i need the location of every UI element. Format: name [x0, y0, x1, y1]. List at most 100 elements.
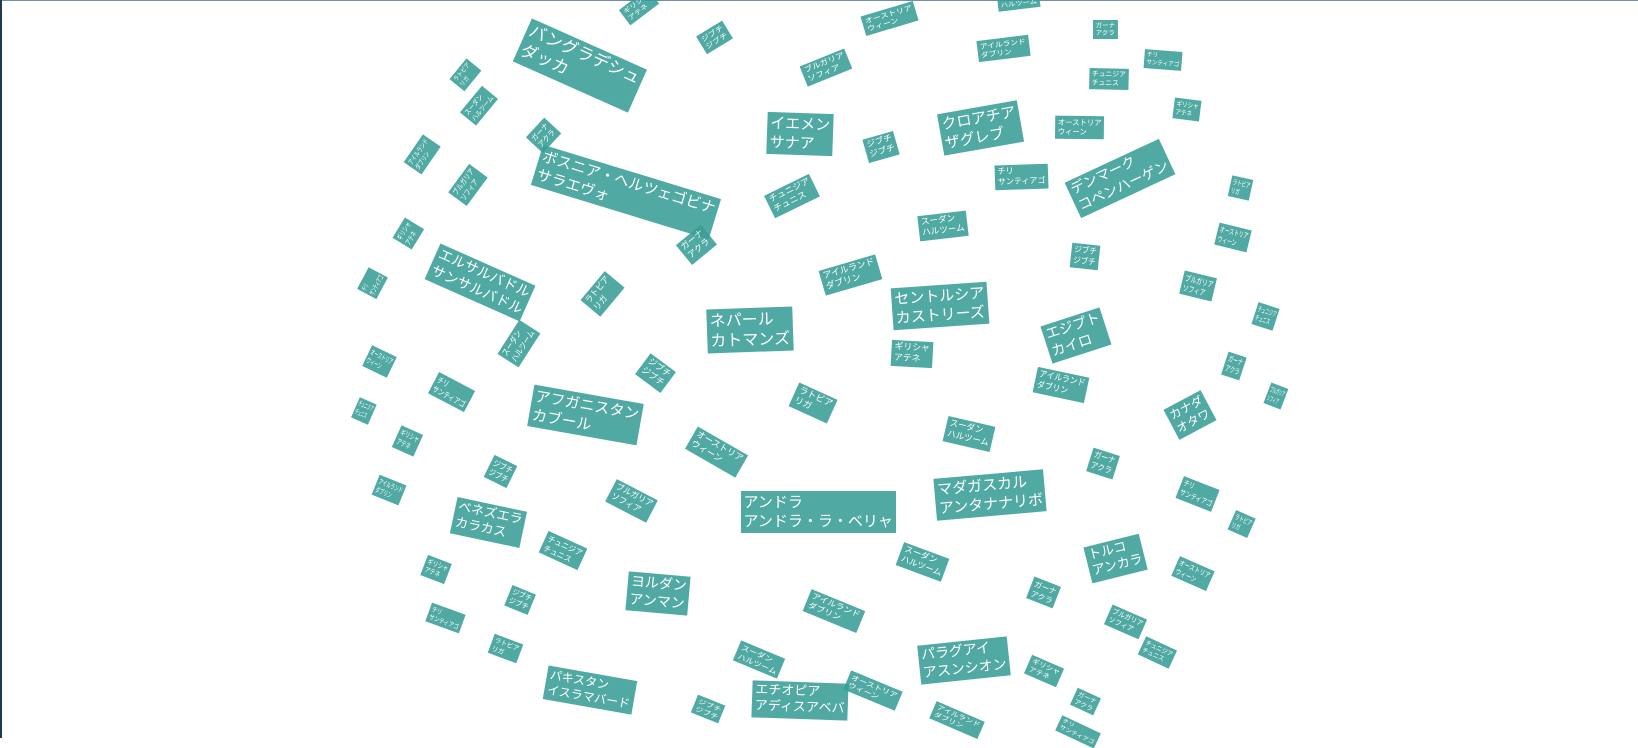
country-card[interactable]: マダガスカルアンタナナリボ: [933, 469, 1048, 521]
country-card[interactable]: ギリシャアテネ: [1171, 97, 1201, 121]
country-card[interactable]: アイルランドダブリン: [929, 701, 986, 740]
country-card[interactable]: チリサンティアゴ: [994, 163, 1049, 190]
country-card[interactable]: エチオピアアディスアベバ: [751, 679, 849, 720]
country-card[interactable]: ジブチジブチ: [862, 130, 900, 163]
country-card[interactable]: ブルガリアソフィア: [604, 479, 658, 524]
country-card[interactable]: アイルランドダブリン: [1032, 366, 1089, 403]
country-card[interactable]: アイルランドダブリン: [818, 254, 883, 297]
country-card[interactable]: オーストリアウィーン: [843, 669, 903, 711]
country-name: イエメン: [770, 113, 831, 135]
country-card[interactable]: ジブチジブチ: [1070, 242, 1101, 271]
country-card[interactable]: ブルガリアソフィア: [447, 163, 488, 206]
country-card[interactable]: ガーナアクラ: [1093, 20, 1119, 40]
country-card[interactable]: ギリシャアテネ: [391, 425, 424, 457]
country-card[interactable]: エルサルバドルサンサルバドル: [424, 242, 536, 322]
country-card[interactable]: ベネズエラカラカス: [449, 496, 527, 547]
country-card[interactable]: スーダンハルツーム: [896, 541, 951, 582]
country-card[interactable]: オーストリアウィーン: [1054, 116, 1105, 140]
capital-name: アディスアベバ: [754, 698, 845, 717]
country-card[interactable]: ラトビアリガ: [1227, 510, 1256, 539]
country-name: ネパール: [709, 309, 774, 331]
country-card[interactable]: チュニジアチュニス: [538, 530, 588, 571]
country-card[interactable]: セントルシアカストリーズ: [890, 281, 990, 330]
country-card[interactable]: ガーナアクラ: [1026, 576, 1062, 608]
capital-name: サンティアゴ: [1145, 57, 1180, 69]
country-card[interactable]: ブルガリアソフィア: [1179, 270, 1218, 303]
window-left-edge: [0, 0, 2, 738]
country-card[interactable]: ブルガリアソフィア: [1103, 604, 1147, 640]
country-card[interactable]: パキスタンイスラマバード: [542, 665, 637, 715]
country-card[interactable]: ギリシャアテネ: [420, 554, 453, 585]
country-card[interactable]: エジプトカイロ: [1040, 306, 1112, 364]
country-card[interactable]: ラトビアリガ: [487, 633, 524, 664]
country-card[interactable]: チリサンティアゴ: [1143, 49, 1183, 71]
country-card[interactable]: オーストリアウィーン: [1213, 222, 1252, 253]
country-card[interactable]: ジブチジブチ: [696, 20, 734, 55]
country-card[interactable]: ラトビアリガ: [1227, 175, 1254, 202]
country-card[interactable]: ネパールカトマンズ: [706, 306, 794, 354]
country-card[interactable]: スーダンハルツーム: [497, 319, 541, 368]
country-card[interactable]: ギリシャアテネ: [890, 340, 934, 369]
country-card[interactable]: スーダンハルツーム: [917, 210, 969, 242]
country-card[interactable]: アフガニスタンカブール: [526, 384, 644, 445]
country-card[interactable]: スーダンハルツーム: [459, 85, 499, 126]
country-card[interactable]: チュニジアチュニス: [351, 397, 377, 425]
country-card[interactable]: ギリシャアテネ: [619, 0, 660, 26]
country-card[interactable]: チュニジアチュニス: [1251, 302, 1280, 331]
capital-name: ジブチ: [1072, 255, 1097, 268]
country-card[interactable]: ラトビアリガ: [580, 271, 625, 317]
country-card[interactable]: ガーナアクラ: [1086, 447, 1120, 480]
window-top-border: [0, 0, 1638, 1]
capital-name: サナア: [769, 132, 816, 153]
capital-name: チュニス: [1091, 78, 1120, 88]
country-card[interactable]: ジブチジブチ: [690, 694, 726, 724]
country-card[interactable]: ブルガリアソフィア: [799, 48, 853, 87]
country-card[interactable]: クロアチアザグレブ: [936, 100, 1024, 156]
capital-name: カトマンズ: [710, 328, 791, 351]
country-card[interactable]: ジブチジブチ: [503, 584, 536, 615]
country-card[interactable]: チュニジアチュニス: [763, 173, 821, 219]
capital-name: サンティアゴ: [998, 175, 1047, 188]
country-card[interactable]: アンドラアンドラ・ラ・ベリャ: [740, 491, 896, 533]
country-card[interactable]: バングラデシュダッカ: [512, 17, 647, 112]
country-card[interactable]: ギリシャアテネ: [1023, 654, 1064, 688]
country-card[interactable]: アイルランドダブリン: [403, 134, 441, 175]
country-card[interactable]: オーストリアウィーン: [361, 345, 397, 379]
country-card[interactable]: チュニジアチュニス: [1138, 636, 1178, 669]
country-card[interactable]: チリサンティアゴ: [1055, 714, 1102, 748]
country-card[interactable]: ヨルダンアンマン: [625, 570, 691, 616]
country-card[interactable]: パラグアイアスンシオン: [917, 635, 1011, 685]
country-card[interactable]: オーストリアウィーン: [860, 1, 919, 36]
country-card[interactable]: イエメンサナア: [766, 111, 834, 156]
country-card[interactable]: チリサンティアゴ: [1175, 475, 1221, 512]
country-card[interactable]: トルコアンカラ: [1082, 533, 1148, 583]
country-card[interactable]: デンマークコペンハーゲン: [1064, 138, 1176, 218]
capital-name: アンドラ・ラ・ベリャ: [743, 511, 893, 530]
country-card[interactable]: ブルガリアソフィア: [1263, 382, 1289, 410]
country-card[interactable]: ラトビアリガ: [449, 58, 481, 92]
country-card[interactable]: ジブチジブチ: [484, 454, 518, 488]
country-card[interactable]: カナダオタワ: [1163, 390, 1217, 440]
country-name: アンドラ: [743, 493, 803, 511]
country-card[interactable]: スーダンハルツーム: [942, 415, 996, 452]
country-card[interactable]: オーストリアウィーン: [1171, 555, 1215, 591]
capital-name: アテネ: [893, 353, 921, 365]
country-card[interactable]: ラトビアリガ: [788, 382, 838, 425]
country-card[interactable]: ガーナアクラ: [1220, 351, 1247, 380]
capital-name: アクラ: [1096, 29, 1116, 38]
country-card[interactable]: アイルランドダブリン: [802, 589, 865, 633]
country-card[interactable]: チリサンティアゴ: [428, 372, 476, 413]
country-card[interactable]: チュニジアチュニス: [1089, 67, 1129, 90]
country-card[interactable]: ガーナアクラ: [1070, 687, 1102, 716]
country-card[interactable]: スーダンハルツーム: [732, 640, 785, 680]
country-card[interactable]: ギリシャアテネ: [392, 217, 425, 250]
country-card[interactable]: ジブチジブチ: [635, 353, 677, 394]
country-card[interactable]: チリサンティアゴ: [356, 266, 388, 299]
country-card[interactable]: オーストリアウィーン: [685, 426, 749, 479]
country-card[interactable]: アイルランドダブリン: [371, 474, 407, 506]
country-card[interactable]: チリサンティアゴ: [425, 603, 466, 634]
country-card[interactable]: アイルランドダブリン: [976, 35, 1031, 62]
country-card[interactable]: ボスニア・ヘルツェゴビナサラエヴォ: [530, 144, 722, 239]
